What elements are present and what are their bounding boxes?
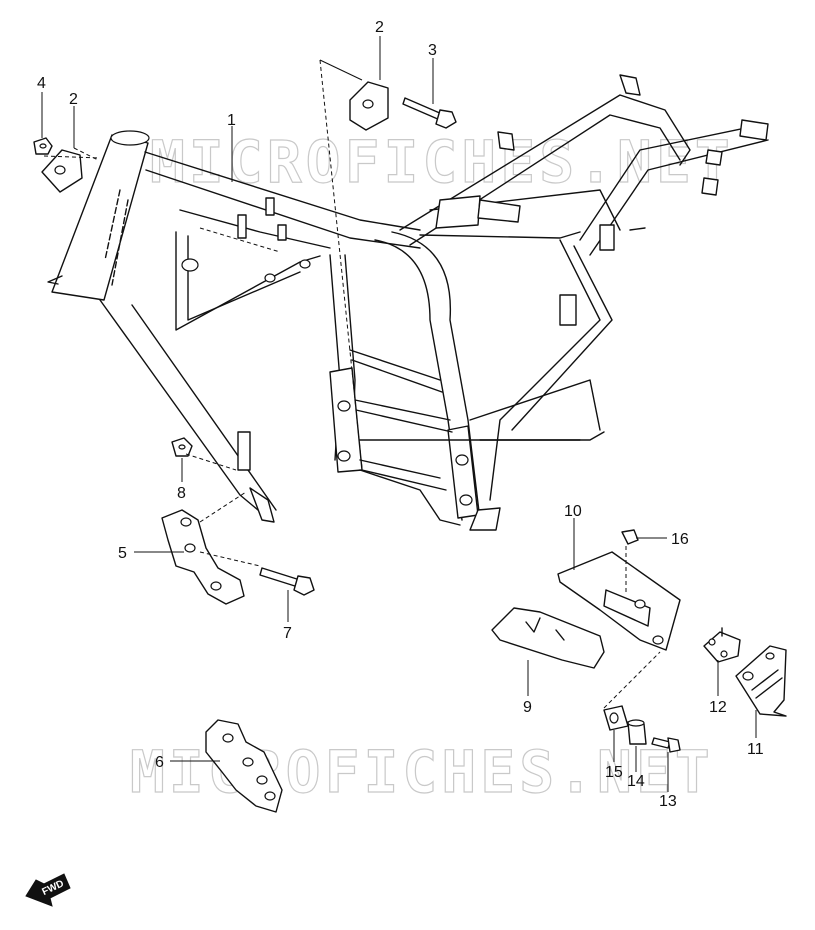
callout-1: 1 <box>227 112 236 129</box>
engine-mount-bracket-5 <box>161 509 245 605</box>
cushion-15 <box>603 705 629 731</box>
callout-3: 3 <box>428 42 437 59</box>
bolt-7 <box>259 567 315 596</box>
bracket-2-left <box>41 149 83 193</box>
frame-drawing <box>47 74 769 531</box>
callout-14: 14 <box>627 773 645 790</box>
cover-10 <box>557 551 681 651</box>
callout-5: 5 <box>118 545 127 562</box>
callout-15: 15 <box>605 764 623 781</box>
callout-7: 7 <box>283 625 292 642</box>
callout-4: 4 <box>37 75 46 92</box>
callout-labels: 1 2 2 3 4 5 6 7 8 9 10 11 12 13 14 15 16 <box>37 19 764 810</box>
cover-9 <box>491 607 605 669</box>
callout-10: 10 <box>564 503 582 520</box>
spacer-14 <box>627 719 647 745</box>
nut-8 <box>171 437 193 457</box>
plate-12 <box>703 627 741 663</box>
engine-mount-bracket-6 <box>205 719 283 813</box>
forward-direction-badge: FWD <box>25 873 71 907</box>
bracket-2-top <box>349 81 389 131</box>
watermark-top: MICROFICHES.NET <box>150 128 734 196</box>
callout-2-left: 2 <box>69 91 78 108</box>
callout-8: 8 <box>177 485 186 502</box>
bolt-13 <box>651 737 681 753</box>
callout-11: 11 <box>747 741 764 758</box>
nut-4 <box>33 137 53 155</box>
callout-16: 16 <box>671 531 689 548</box>
callout-9: 9 <box>523 699 532 716</box>
callout-13: 13 <box>659 793 677 810</box>
bolt-3 <box>402 97 457 129</box>
leader-lines <box>41 36 757 792</box>
plate-11 <box>735 645 787 717</box>
nut-16 <box>621 529 639 545</box>
callout-6: 6 <box>155 754 164 771</box>
callout-2-top: 2 <box>375 19 384 36</box>
callout-12: 12 <box>709 699 727 716</box>
